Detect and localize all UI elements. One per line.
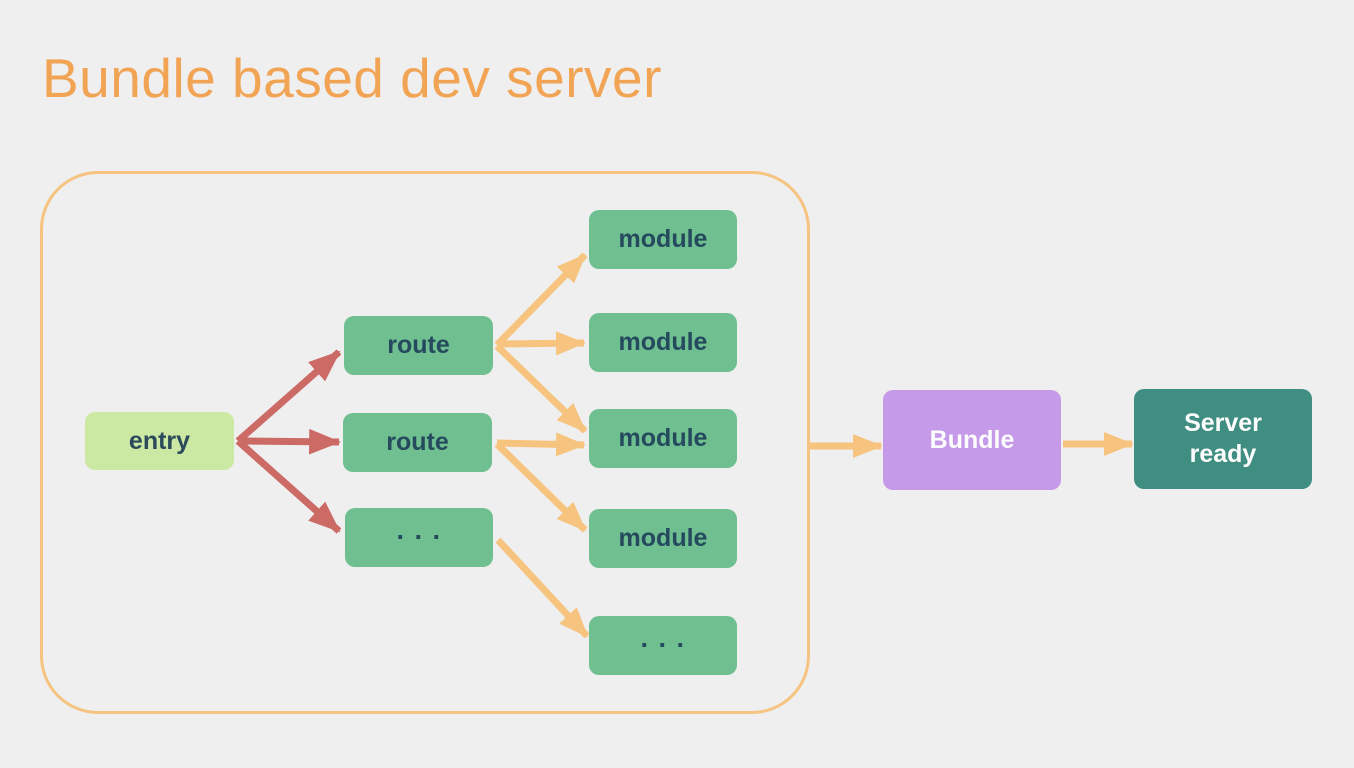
node-module-3-label: module	[618, 424, 708, 452]
node-route-2-label: route	[386, 428, 449, 456]
node-entry-label: entry	[128, 426, 191, 455]
node-server-ready-line-2: ready	[1189, 440, 1257, 468]
bundler-scope-outline	[40, 171, 810, 714]
node-more-modules: ···	[589, 616, 737, 675]
node-more-routes-label: ···	[396, 522, 451, 552]
node-server-ready: Server ready	[1134, 389, 1312, 489]
node-module-1: module	[589, 210, 737, 269]
node-bundle: Bundle	[883, 390, 1061, 490]
node-module-2-label: module	[618, 328, 708, 356]
node-bundle-label: Bundle	[929, 425, 1015, 454]
node-more-routes: ···	[345, 508, 493, 567]
node-module-1-label: module	[618, 225, 708, 253]
node-module-4: module	[589, 509, 737, 568]
diagram-title: Bundle based dev server	[42, 47, 662, 109]
node-route-1-label: route	[387, 331, 450, 359]
node-module-3: module	[589, 409, 737, 468]
node-entry: entry	[85, 412, 234, 470]
node-server-ready-label: Server ready	[1184, 408, 1262, 470]
node-route-1: route	[344, 316, 493, 375]
node-server-ready-line-1: Server	[1184, 409, 1262, 437]
node-module-4-label: module	[618, 524, 708, 552]
node-more-modules-label: ···	[640, 630, 695, 660]
node-route-2: route	[343, 413, 492, 472]
node-module-2: module	[589, 313, 737, 372]
